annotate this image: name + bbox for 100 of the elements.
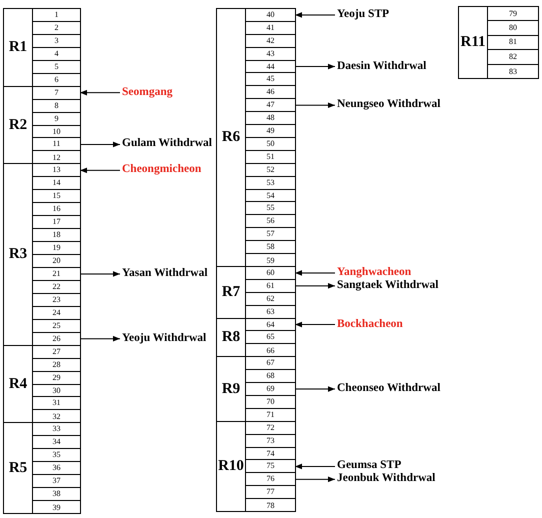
segment-cell: 60 (246, 267, 295, 280)
segment-cell: 8 (33, 100, 80, 113)
segment-cell: 32 (33, 410, 80, 424)
segment-cell: 11 (33, 138, 80, 152)
segment-group (216, 420, 296, 512)
region-label: R5 (4, 423, 33, 514)
segment-cell: 45 (246, 74, 295, 86)
segment-cell: 42 (246, 34, 295, 48)
segment-cell: 63 (246, 306, 295, 319)
segment-cell: 58 (246, 241, 295, 254)
segment-cell: 76 (246, 473, 295, 486)
segment-cell: 25 (33, 320, 80, 333)
segment-group (216, 356, 296, 422)
segment-cell: 4 (33, 48, 80, 61)
segment-cell: 40 (246, 9, 295, 22)
region-label: R2 (4, 86, 33, 164)
segment-cell: 51 (246, 150, 295, 164)
segment-cell: 30 (33, 384, 80, 398)
arrow (294, 12, 336, 18)
location-label: Yeoju Withdrwal (122, 332, 206, 345)
segment-cell: 13 (33, 164, 80, 178)
segment-cell: 48 (246, 112, 295, 126)
arrow (294, 102, 336, 108)
location-label: Sangtaek Withdrwal (337, 278, 439, 292)
segment-cell: 61 (246, 280, 295, 293)
arrow (294, 283, 336, 289)
segment-cell: 37 (33, 475, 80, 488)
arrow (294, 322, 336, 328)
location-label: Geumsa STP (337, 459, 402, 472)
segment-cell: 29 (33, 372, 80, 385)
location-label: Yeoju STP (337, 8, 390, 21)
segment-cell: 17 (33, 216, 80, 230)
segment-cell: 1 (33, 9, 80, 22)
segment-cell: 28 (33, 358, 80, 372)
region-label: R8 (217, 318, 246, 356)
segment-cell: 57 (246, 228, 295, 242)
segment-cell: 36 (33, 462, 80, 476)
segment-cell: 12 (33, 151, 80, 164)
segment-cell: 5 (33, 60, 80, 74)
segment-group (216, 8, 296, 267)
location-label: Bockhacheon (337, 318, 403, 331)
segment-cell: 66 (246, 344, 295, 358)
segment-cell: 21 (33, 268, 80, 281)
segment-cell: 34 (33, 436, 80, 450)
location-label: Cheongmicheon (122, 163, 202, 176)
segment-cell: 31 (33, 397, 80, 410)
region-label: R10 (217, 422, 246, 512)
location-label: Jeonbuk Withdrwal (337, 472, 436, 486)
segment-group (3, 163, 81, 346)
location-label: Seomgang (122, 86, 172, 99)
segment-cell: 23 (33, 294, 80, 307)
location-label: Neungseo Withdrwal (337, 98, 440, 112)
segment-cell: 74 (246, 448, 295, 460)
segment-cell: 54 (246, 190, 295, 202)
segment-cell: 68 (246, 370, 295, 384)
segment-cell: 49 (246, 125, 295, 138)
segment-group (216, 266, 296, 319)
segment-cell: 22 (33, 280, 80, 294)
segment-cell: 72 (246, 422, 295, 435)
region-label: R3 (4, 164, 33, 345)
segment-cell: 3 (33, 34, 80, 48)
segment-cell: 71 (246, 408, 295, 422)
segment-cell: 55 (246, 202, 295, 216)
segment-cell: 69 (246, 383, 295, 396)
segment-group (458, 6, 539, 79)
region-label: R1 (4, 9, 33, 86)
region-label: R11 (459, 7, 488, 78)
segment-cell: 10 (33, 126, 80, 138)
segment-cell: 50 (246, 138, 295, 151)
segment-group (3, 8, 81, 87)
arrow (294, 464, 336, 470)
segment-cell: 44 (246, 60, 295, 74)
segment-cell: 26 (33, 332, 80, 346)
segment-cell: 65 (246, 331, 295, 344)
segment-cell: 70 (246, 396, 295, 409)
segment-cell: 80 (488, 21, 538, 36)
segment-cell: 59 (246, 254, 295, 267)
segment-cell: 79 (488, 7, 538, 22)
segment-cell: 83 (488, 64, 538, 79)
segment-cell: 46 (246, 86, 295, 100)
location-label: Yasan Withdrwal (122, 266, 208, 280)
segment-cell: 73 (246, 434, 295, 448)
arrow (294, 476, 336, 482)
segment-cell: 19 (33, 242, 80, 256)
segment-cell: 7 (33, 86, 80, 100)
region-label: R9 (217, 357, 246, 421)
segment-cell: 43 (246, 48, 295, 61)
segment-cell: 82 (488, 50, 538, 65)
location-label: Gulam Withdrwal (122, 137, 212, 150)
arrow (80, 168, 120, 174)
segment-cell: 35 (33, 449, 80, 462)
arrow (294, 64, 336, 70)
location-label: Cheonseo Withdrwal (337, 382, 440, 396)
segment-cell: 27 (33, 346, 80, 359)
segment-cell: 39 (33, 501, 80, 514)
segment-cell: 67 (246, 357, 295, 370)
segment-cell: 16 (33, 203, 80, 216)
segment-cell: 81 (488, 36, 538, 50)
segment-cell: 64 (246, 318, 295, 332)
segment-cell: 20 (33, 255, 80, 268)
